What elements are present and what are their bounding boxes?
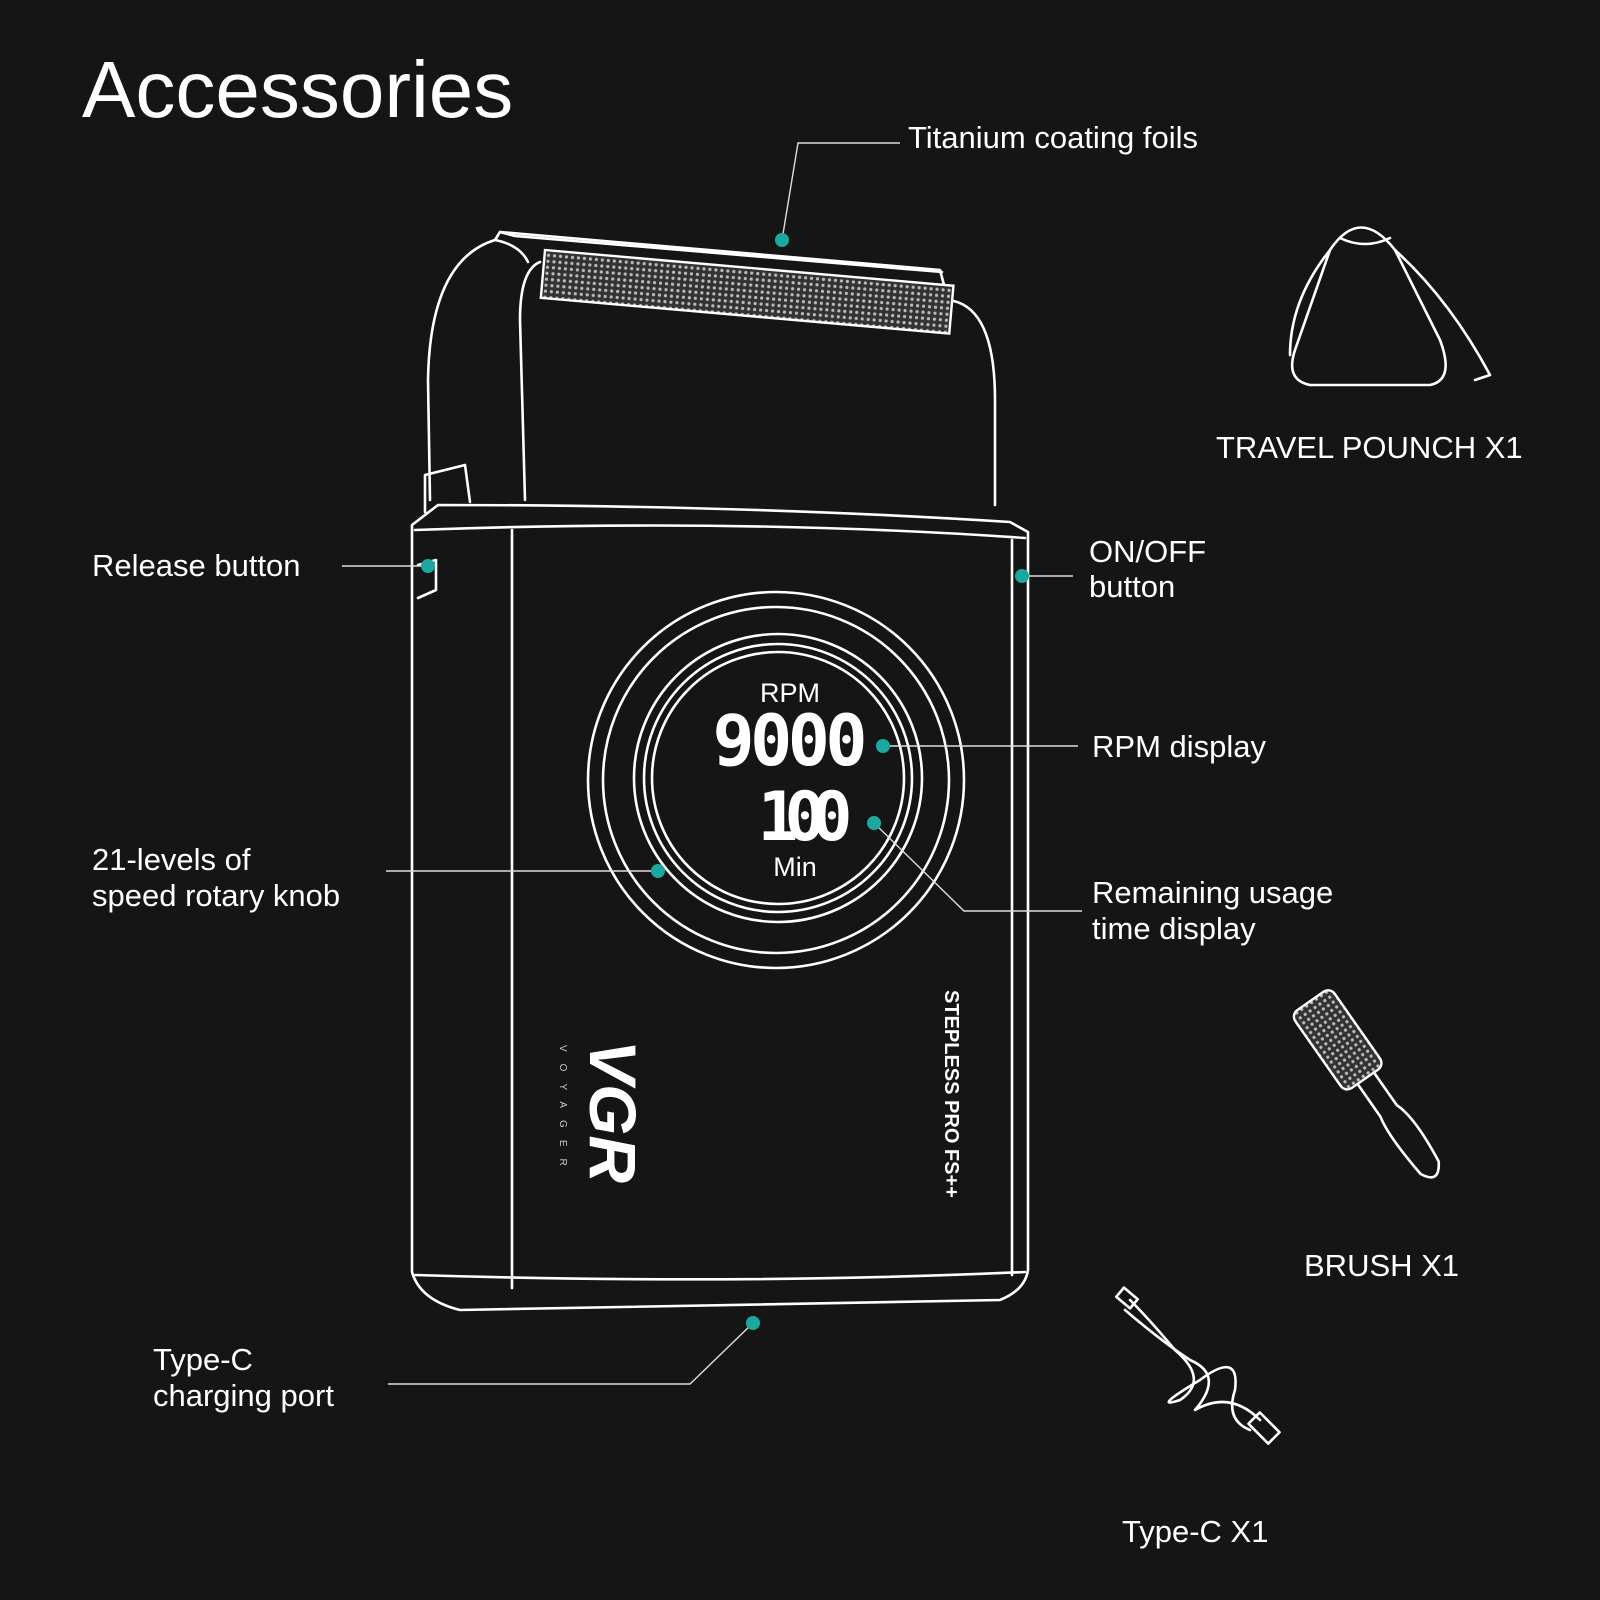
accessory-brush-label: BRUSH X1 [1304, 1248, 1459, 1283]
callout-port: Type-C charging port [153, 1316, 760, 1413]
callout-onoff-label: button [1089, 569, 1175, 604]
accessory-pouch-label: TRAVEL POUNCH X1 [1216, 430, 1523, 465]
callout-rpm-label: RPM display [1092, 729, 1266, 764]
cleaning-brush-icon [1292, 989, 1441, 1179]
model-name: STEPLESS PRO FS++ [940, 990, 962, 1198]
drawstring-pouch-icon [1288, 226, 1492, 387]
accessory-cable-label: Type-C X1 [1122, 1514, 1268, 1549]
time-unit: Min [773, 852, 817, 882]
shaver-illustration: RPM 9000 100 Min VGR VOYAGER STEPLESS PR… [410, 230, 1030, 1312]
callout-rpm: RPM display [876, 729, 1266, 764]
callout-knob-label: 21-levels of [92, 842, 251, 877]
callout-onoff: ON/OFF button [1015, 534, 1206, 604]
time-value: 100 [758, 778, 853, 857]
callout-onoff-label: ON/OFF [1089, 534, 1206, 569]
callout-knob-label: speed rotary knob [92, 878, 340, 913]
callout-remaining-label: Remaining usage [1092, 875, 1333, 910]
callout-dot [775, 233, 789, 247]
callout-remaining: Remaining usage time display [867, 816, 1333, 946]
brand-sub: VOYAGER [557, 1045, 568, 1178]
rpm-label: RPM [760, 678, 820, 708]
rpm-value: 9000 [713, 700, 868, 782]
callout-release: Release button [92, 548, 435, 583]
callout-knob: 21-levels of speed rotary knob [92, 842, 665, 913]
callout-remaining-label: time display [1092, 911, 1256, 946]
brand-logo: VGR [576, 1040, 650, 1183]
callout-port-label: charging port [153, 1378, 334, 1413]
callout-foils-label: Titanium coating foils [908, 120, 1198, 155]
callout-release-label: Release button [92, 548, 301, 583]
callout-foils: Titanium coating foils [775, 120, 1198, 247]
callout-port-label: Type-C [153, 1342, 253, 1377]
usb-c-cable-icon [1114, 1286, 1281, 1445]
page-title: Accessories [82, 45, 513, 134]
